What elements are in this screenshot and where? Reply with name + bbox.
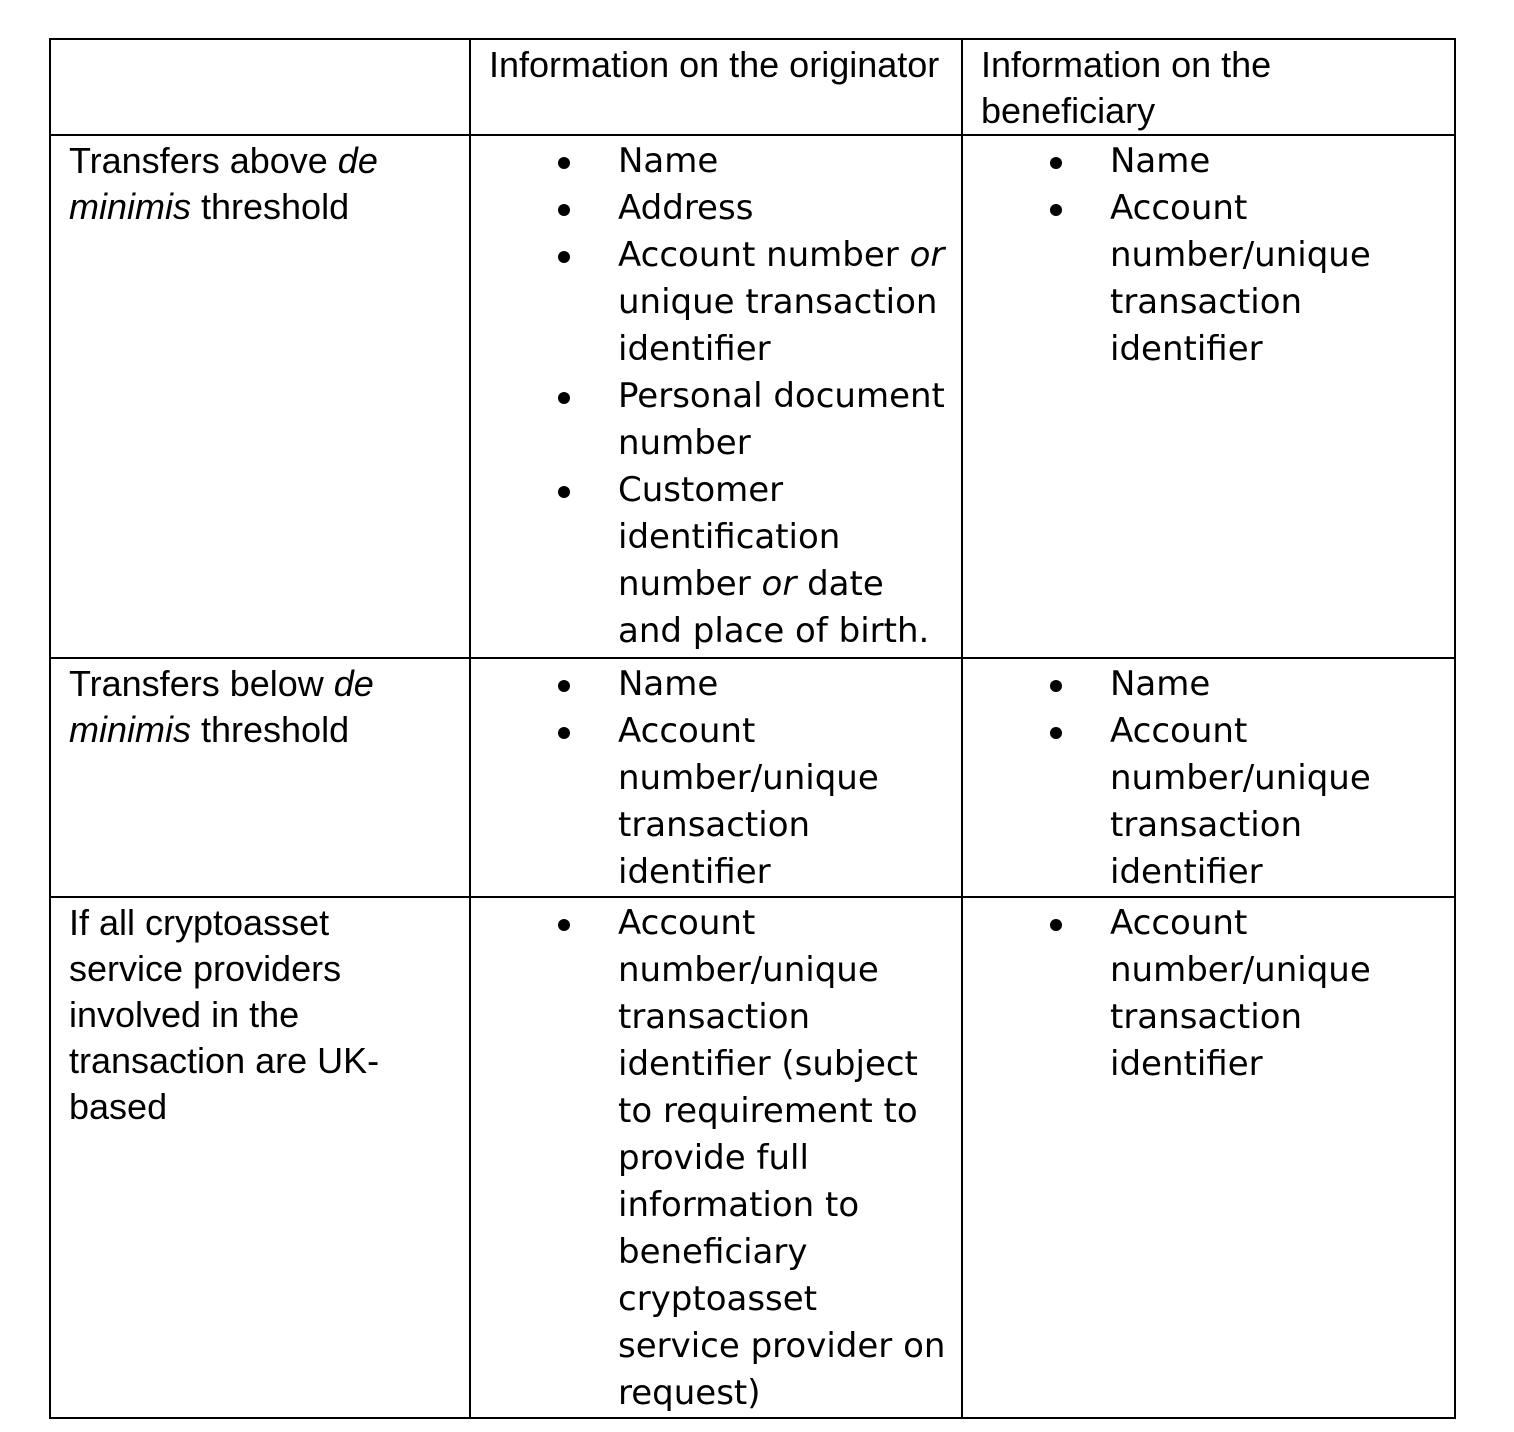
- bullet-list: Name Address Account number or unique tr…: [471, 136, 961, 655]
- list-item: Customer identification number or date a…: [471, 467, 949, 655]
- bullet-list: Name Account number/unique transaction i…: [471, 659, 961, 896]
- bullet-list: Name Account number/unique transaction i…: [963, 659, 1454, 896]
- originator-cell: Name Address Account number or unique tr…: [469, 134, 963, 659]
- row-label: Transfers below de minimis threshold: [49, 657, 471, 898]
- bullet-list: Account number/unique transaction identi…: [471, 898, 961, 1417]
- table-row: If all cryptoasset service providers inv…: [49, 896, 1456, 1419]
- originator-cell: Name Account number/unique transaction i…: [469, 657, 963, 898]
- header-cell-beneficiary: Information on the beneficiary: [961, 38, 1456, 136]
- list-item: Name: [471, 138, 949, 185]
- bullet-list: Name Account number/unique transaction i…: [963, 136, 1454, 373]
- table-row: Transfers above de minimis threshold Nam…: [49, 134, 1456, 659]
- list-item: Name: [963, 661, 1442, 708]
- row-label: Transfers above de minimis threshold: [49, 134, 471, 659]
- originator-cell: Account number/unique transaction identi…: [469, 896, 963, 1419]
- beneficiary-cell: Name Account number/unique transaction i…: [961, 657, 1456, 898]
- list-item: Account number/unique transaction identi…: [471, 708, 949, 896]
- row-label: If all cryptoasset service providers inv…: [49, 896, 471, 1419]
- bullet-list: Account number/unique transaction identi…: [963, 898, 1454, 1088]
- list-item: Account number/unique transaction identi…: [471, 900, 949, 1417]
- list-item: Name: [471, 661, 949, 708]
- list-item: Personal document number: [471, 373, 949, 467]
- list-item: Address: [471, 185, 949, 232]
- header-cell-originator: Information on the originator: [469, 38, 963, 136]
- list-item: Account number/unique transaction identi…: [963, 185, 1442, 373]
- list-item: Account number/unique transaction identi…: [963, 708, 1442, 896]
- list-item: Account number or unique transaction ide…: [471, 232, 949, 373]
- header-cell-empty: [49, 38, 471, 136]
- header-row: Information on the originator Informatio…: [49, 38, 1456, 136]
- beneficiary-cell: Account number/unique transaction identi…: [961, 896, 1456, 1419]
- list-item: Account number/unique transaction identi…: [963, 900, 1442, 1088]
- list-item: Name: [963, 138, 1442, 185]
- beneficiary-cell: Name Account number/unique transaction i…: [961, 134, 1456, 659]
- table-row: Transfers below de minimis threshold Nam…: [49, 657, 1456, 898]
- information-requirements-table: Information on the originator Informatio…: [49, 38, 1456, 1419]
